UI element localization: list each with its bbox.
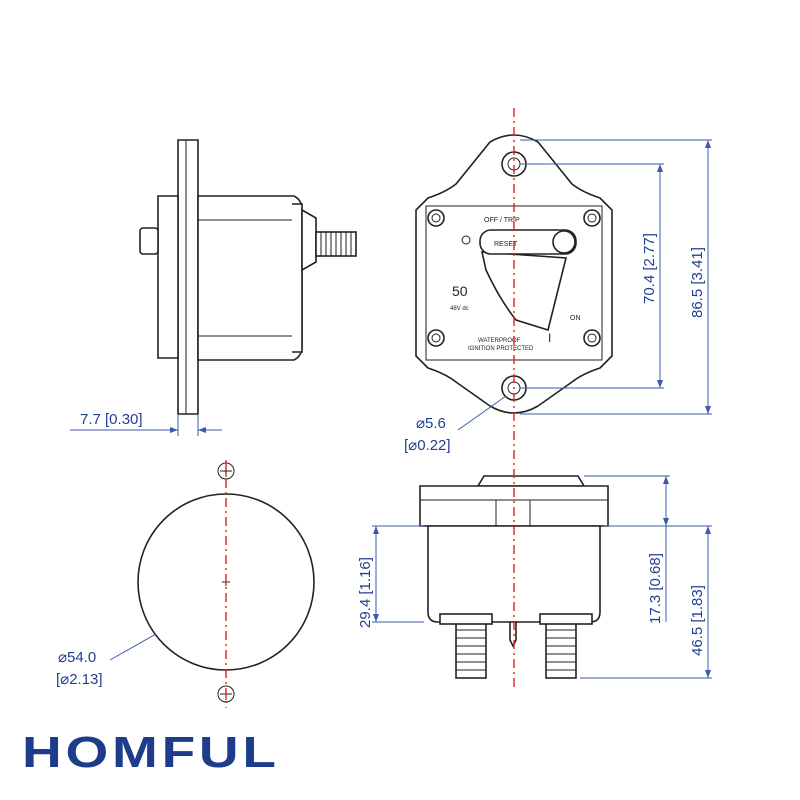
overall-height-label: 86.5 [3.41] <box>689 247 706 318</box>
off-trip-label: OFF / TRIP <box>484 217 520 224</box>
side-view <box>70 139 357 436</box>
flange-thickness-label: 7.7 [0.30] <box>80 411 143 428</box>
reset-label: RESET <box>494 241 518 248</box>
ignition-label: IGNITION PROTECTED <box>468 346 534 352</box>
top-height-label: 17.3 [0.68] <box>647 553 664 624</box>
voltage-label: 48V dc <box>450 306 469 312</box>
hole-spacing-label: 70.4 [2.77] <box>641 233 658 304</box>
bottom-view <box>109 462 315 703</box>
profile-view <box>419 475 609 679</box>
body-dia-in-label: [⌀2.13] <box>56 671 103 688</box>
profile-dimensions <box>372 475 712 679</box>
total-depth-label: 46.5 [1.83] <box>689 585 706 656</box>
hole-dia-mm-label: ⌀5.6 <box>416 415 446 432</box>
body-height-label: 29.4 [1.16] <box>357 557 374 628</box>
body-dia-mm-label: ⌀54.0 <box>58 649 96 666</box>
waterproof-label: WATERPROOF <box>478 338 521 344</box>
rating-label: 50 <box>452 283 468 299</box>
front-dimensions <box>457 139 712 431</box>
on-label: ON <box>570 315 581 322</box>
brand-logo: HOMFUL <box>22 728 280 777</box>
hole-dia-in-label: [⌀0.22] <box>404 437 451 454</box>
on-mark: I <box>548 331 551 345</box>
